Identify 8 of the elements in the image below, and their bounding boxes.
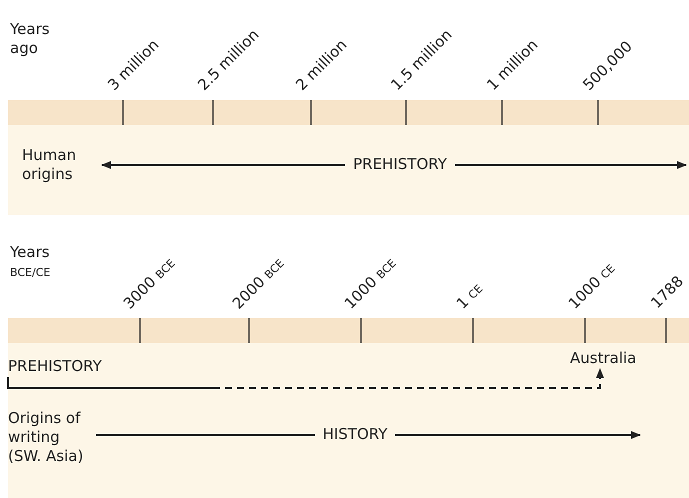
event-label: Human origins bbox=[22, 146, 102, 184]
arrow bbox=[213, 368, 604, 389]
axis-title: Years ago bbox=[10, 20, 51, 58]
event-label: Australia bbox=[570, 349, 648, 368]
event-label: PREHISTORY bbox=[8, 357, 120, 376]
event-label: Origins of writing (SW. Asia) bbox=[8, 409, 96, 466]
tick-label: 1 CE bbox=[452, 281, 486, 314]
axis-title: Years BCE/CE bbox=[10, 243, 52, 281]
